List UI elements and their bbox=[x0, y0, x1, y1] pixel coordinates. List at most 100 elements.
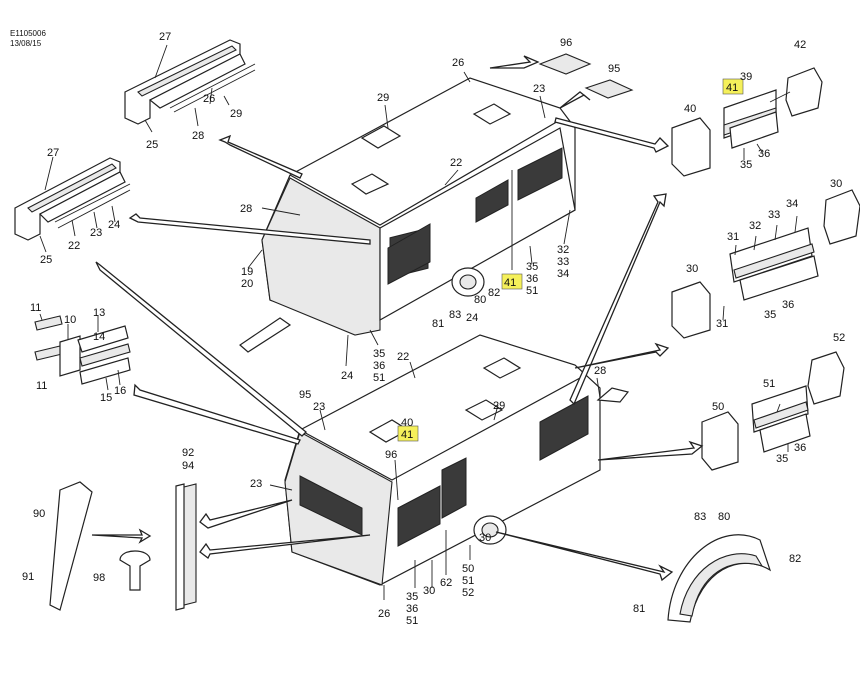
highlight-box-41-right bbox=[722, 78, 744, 95]
callout-label: 91 bbox=[22, 571, 34, 583]
callout-label: 36 bbox=[526, 273, 538, 285]
wheel-arch-parts bbox=[667, 534, 772, 623]
callout-label: 28 bbox=[240, 203, 252, 215]
callout-label: 26 bbox=[378, 608, 390, 620]
callout-label: 24 bbox=[466, 312, 478, 324]
callout-label: 35 bbox=[776, 453, 788, 465]
callout-label: 80 bbox=[718, 511, 730, 523]
callout-label: 22 bbox=[397, 351, 409, 363]
callout-label: 41 bbox=[401, 429, 413, 441]
callout-label: 33 bbox=[768, 209, 780, 221]
callout-label: 96 bbox=[560, 37, 572, 49]
callout-label: 36 bbox=[794, 442, 806, 454]
callout-label: 92 bbox=[182, 447, 194, 459]
callout-label: 29 bbox=[377, 92, 389, 104]
callout-label: 35 bbox=[764, 309, 776, 321]
callout-label: 23 bbox=[90, 227, 102, 239]
callout-label: 80 bbox=[474, 294, 486, 306]
highlight-box-41-top bbox=[501, 273, 523, 290]
callout-label: 42 bbox=[794, 39, 806, 51]
rail-profile-top bbox=[124, 39, 256, 133]
callout-label: 27 bbox=[159, 31, 171, 43]
callout-label: 39 bbox=[740, 71, 752, 83]
callout-label: 27 bbox=[47, 147, 59, 159]
callout-label: 81 bbox=[633, 603, 645, 615]
callout-label: 32 bbox=[749, 220, 761, 232]
callout-label: 24 bbox=[108, 219, 120, 231]
callout-label: 36 bbox=[406, 603, 418, 615]
callout-label: 34 bbox=[557, 268, 569, 280]
callout-label: 30 bbox=[479, 532, 491, 544]
rail-profile-side bbox=[14, 156, 131, 253]
callout-label: 35 bbox=[406, 591, 418, 603]
callout-label: 22 bbox=[68, 240, 80, 252]
callout-label: 23 bbox=[533, 83, 545, 95]
callout-label: 11 bbox=[30, 302, 41, 314]
callout-label: 35 bbox=[373, 348, 385, 360]
callout-label: 52 bbox=[833, 332, 845, 344]
callout-label: 28 bbox=[192, 130, 204, 142]
callout-label: 31 bbox=[727, 231, 739, 243]
callout-label: 13 bbox=[93, 307, 105, 319]
callout-label: 16 bbox=[114, 385, 126, 397]
callout-label: 34 bbox=[786, 198, 798, 210]
callout-label: 22 bbox=[450, 157, 462, 169]
callout-label: 23 bbox=[250, 478, 262, 490]
callout-label: 33 bbox=[557, 256, 569, 268]
callout-label: 35 bbox=[740, 159, 752, 171]
front-trim-parts bbox=[49, 481, 197, 611]
callout-label: 62 bbox=[440, 577, 452, 589]
callout-label: 11 bbox=[36, 380, 47, 392]
callout-label: 36 bbox=[758, 148, 770, 160]
callout-label: 23 bbox=[313, 401, 325, 413]
highlight-box-41-bottom bbox=[397, 425, 419, 442]
callout-label: 81 bbox=[432, 318, 444, 330]
callout-label: 83 bbox=[694, 511, 706, 523]
callout-label: 50 bbox=[462, 563, 474, 575]
callout-label: 29 bbox=[230, 108, 242, 120]
callout-label: 24 bbox=[341, 370, 353, 382]
corner-cap-parts bbox=[671, 67, 860, 471]
callout-label: 25 bbox=[146, 139, 158, 151]
callout-label: 82 bbox=[789, 553, 801, 565]
roof-vent-parts bbox=[538, 53, 634, 99]
pointer-arrows bbox=[91, 55, 704, 582]
callout-label: 15 bbox=[100, 392, 112, 404]
callout-label: 95 bbox=[299, 389, 311, 401]
callout-label: 90 bbox=[33, 508, 45, 520]
callout-label: 36 bbox=[782, 299, 794, 311]
callout-label: 51 bbox=[526, 285, 538, 297]
callout-label: 40 bbox=[684, 103, 696, 115]
caravan-bottom-view bbox=[269, 334, 630, 600]
callout-label: 51 bbox=[763, 378, 775, 390]
callout-label: 41 bbox=[504, 277, 516, 289]
callout-label: 31 bbox=[716, 318, 728, 330]
callout-label: 26 bbox=[452, 57, 464, 69]
callout-label: 19 bbox=[241, 266, 253, 278]
doc-code: E1105006 bbox=[10, 29, 46, 38]
callout-label: 40 bbox=[401, 417, 413, 429]
callout-label: 82 bbox=[488, 287, 500, 299]
callout-label: 30 bbox=[686, 263, 698, 275]
callout-labels: 27 26 28 29 25 27 22 23 24 25 11 10 13 1… bbox=[22, 31, 845, 627]
callout-label: 25 bbox=[40, 254, 52, 266]
callout-label: 51 bbox=[406, 615, 418, 627]
callout-label: 30 bbox=[830, 178, 842, 190]
callout-label: 35 bbox=[526, 261, 538, 273]
trim-strips bbox=[34, 313, 131, 391]
callout-label: 51 bbox=[462, 575, 474, 587]
callout-label: 36 bbox=[373, 360, 385, 372]
callout-label: 30 bbox=[423, 585, 435, 597]
callout-label: 10 bbox=[64, 314, 76, 326]
callout-label: 95 bbox=[608, 63, 620, 75]
callout-label: 98 bbox=[93, 572, 105, 584]
callout-label: 50 bbox=[712, 401, 724, 413]
callout-label: 29 bbox=[493, 400, 505, 412]
callout-label: 51 bbox=[373, 372, 385, 384]
doc-date: 13/08/15 bbox=[10, 39, 42, 48]
caravan-top-view bbox=[239, 71, 576, 367]
callout-label: 26 bbox=[203, 93, 215, 105]
callout-label: 52 bbox=[462, 587, 474, 599]
